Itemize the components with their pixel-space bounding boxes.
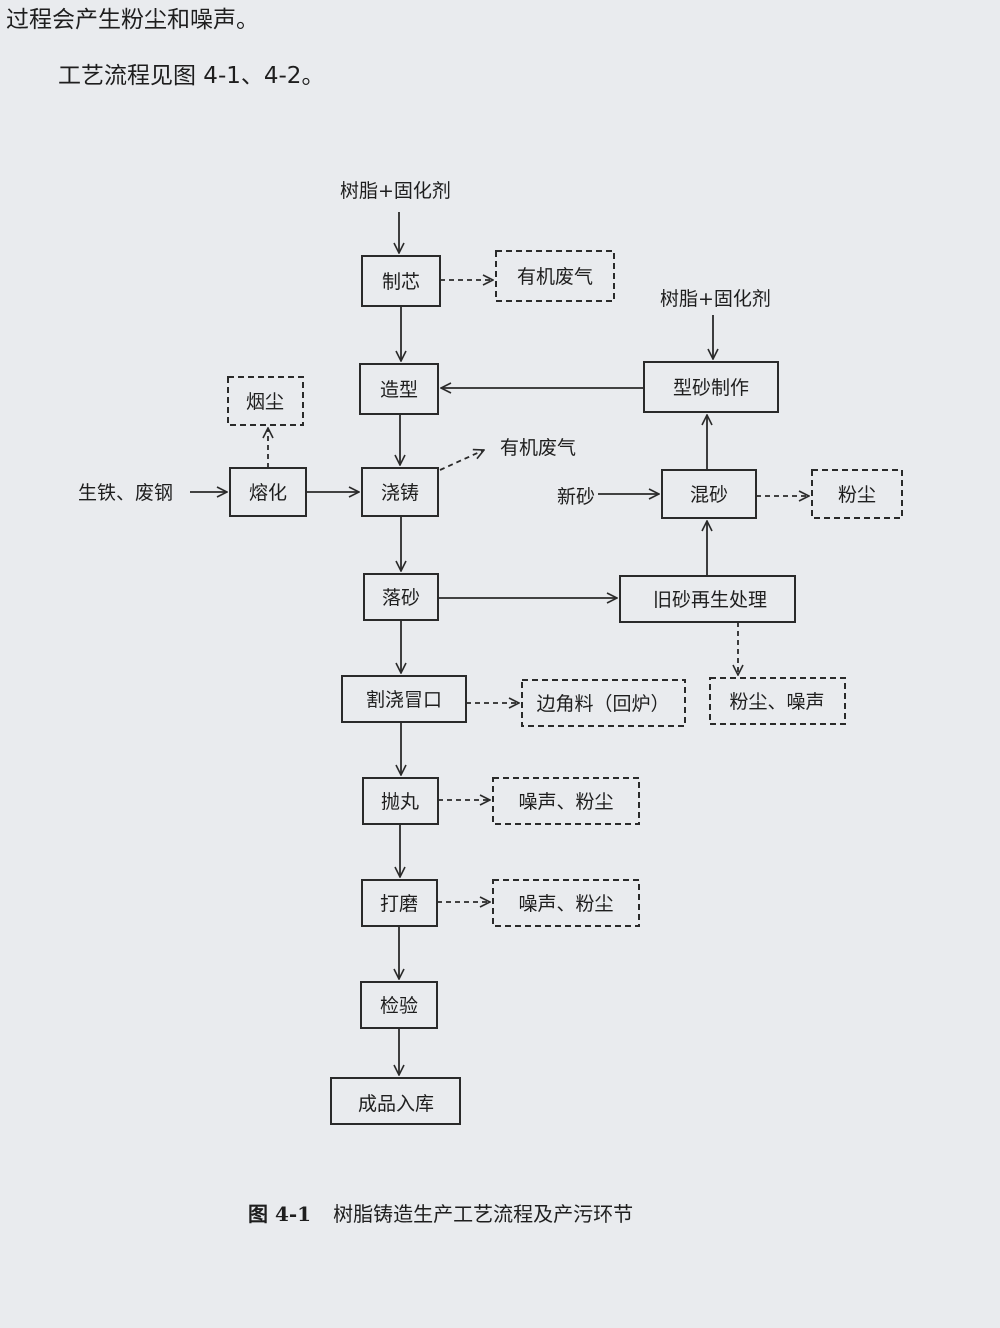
output-dust-noise-regen-label: 粉尘、噪声 xyxy=(729,691,824,713)
output-scrap-remelt-label: 边角料（回炉） xyxy=(536,693,669,715)
node-warehouse-label: 成品入库 xyxy=(358,1093,434,1115)
output-organic-waste-gas-core-label: 有机废气 xyxy=(517,266,593,288)
arrow-pouring-to-voc xyxy=(439,450,484,471)
output-organic-waste-gas-core: 有机废气 xyxy=(495,250,615,302)
node-sand-regeneration-label: 旧砂再生处理 xyxy=(653,589,767,611)
output-organic-waste-gas-pour: 有机废气 xyxy=(500,437,576,459)
paragraph-line-2: 工艺流程见图 4-1、4-2。 xyxy=(58,63,325,89)
node-sand-making-label: 型砂制作 xyxy=(673,377,749,399)
node-core-making: 制芯 xyxy=(361,255,441,307)
node-shakeout-label: 落砂 xyxy=(382,587,420,609)
output-noise-dust-blasting-label: 噪声、粉尘 xyxy=(518,791,613,813)
node-riser-cutting-label: 割浇冒口 xyxy=(366,689,442,711)
paragraph-line-1: 过程会产生粉尘和噪声。 xyxy=(6,7,259,33)
output-dust-mixing-label: 粉尘 xyxy=(838,484,876,506)
figure-number: 图 4-1 xyxy=(248,1202,312,1226)
node-inspection-label: 检验 xyxy=(380,995,418,1017)
output-smoke-dust: 烟尘 xyxy=(227,376,304,426)
node-pouring-label: 浇铸 xyxy=(381,482,419,504)
node-shakeout: 落砂 xyxy=(363,573,439,621)
node-molding: 造型 xyxy=(359,363,439,415)
output-dust-noise-regen: 粉尘、噪声 xyxy=(709,677,846,725)
input-new-sand: 新砂 xyxy=(557,486,595,508)
node-sand-regeneration: 旧砂再生处理 xyxy=(619,575,796,623)
input-resin-hardener-right: 树脂+固化剂 xyxy=(660,288,771,310)
node-sand-making: 型砂制作 xyxy=(643,361,779,413)
node-grinding: 打磨 xyxy=(361,879,438,927)
node-molding-label: 造型 xyxy=(380,379,418,401)
figure-title: 树脂铸造生产工艺流程及产污环节 xyxy=(333,1202,634,1226)
node-shot-blasting-label: 抛丸 xyxy=(381,791,419,813)
node-warehouse: 成品入库 xyxy=(330,1077,461,1125)
node-riser-cutting: 割浇冒口 xyxy=(341,675,467,723)
node-melting: 熔化 xyxy=(229,467,307,517)
input-resin-hardener-top: 树脂+固化剂 xyxy=(340,180,451,202)
node-sand-mixing: 混砂 xyxy=(661,469,757,519)
output-smoke-dust-label: 烟尘 xyxy=(246,391,284,413)
output-noise-dust-grinding: 噪声、粉尘 xyxy=(492,879,640,927)
output-dust-mixing: 粉尘 xyxy=(811,469,903,519)
node-pouring: 浇铸 xyxy=(361,467,439,517)
node-shot-blasting: 抛丸 xyxy=(362,777,439,825)
node-grinding-label: 打磨 xyxy=(380,893,418,915)
output-noise-dust-grinding-label: 噪声、粉尘 xyxy=(518,893,613,915)
node-sand-mixing-label: 混砂 xyxy=(690,484,728,506)
node-core-making-label: 制芯 xyxy=(382,271,420,293)
output-noise-dust-blasting: 噪声、粉尘 xyxy=(492,777,640,825)
figure-caption: 图 4-1 树脂铸造生产工艺流程及产污环节 xyxy=(248,1198,633,1227)
node-melting-label: 熔化 xyxy=(249,482,287,504)
node-inspection: 检验 xyxy=(360,981,438,1029)
input-pig-iron-scrap-steel: 生铁、废钢 xyxy=(78,482,173,504)
output-scrap-remelt: 边角料（回炉） xyxy=(521,679,686,727)
